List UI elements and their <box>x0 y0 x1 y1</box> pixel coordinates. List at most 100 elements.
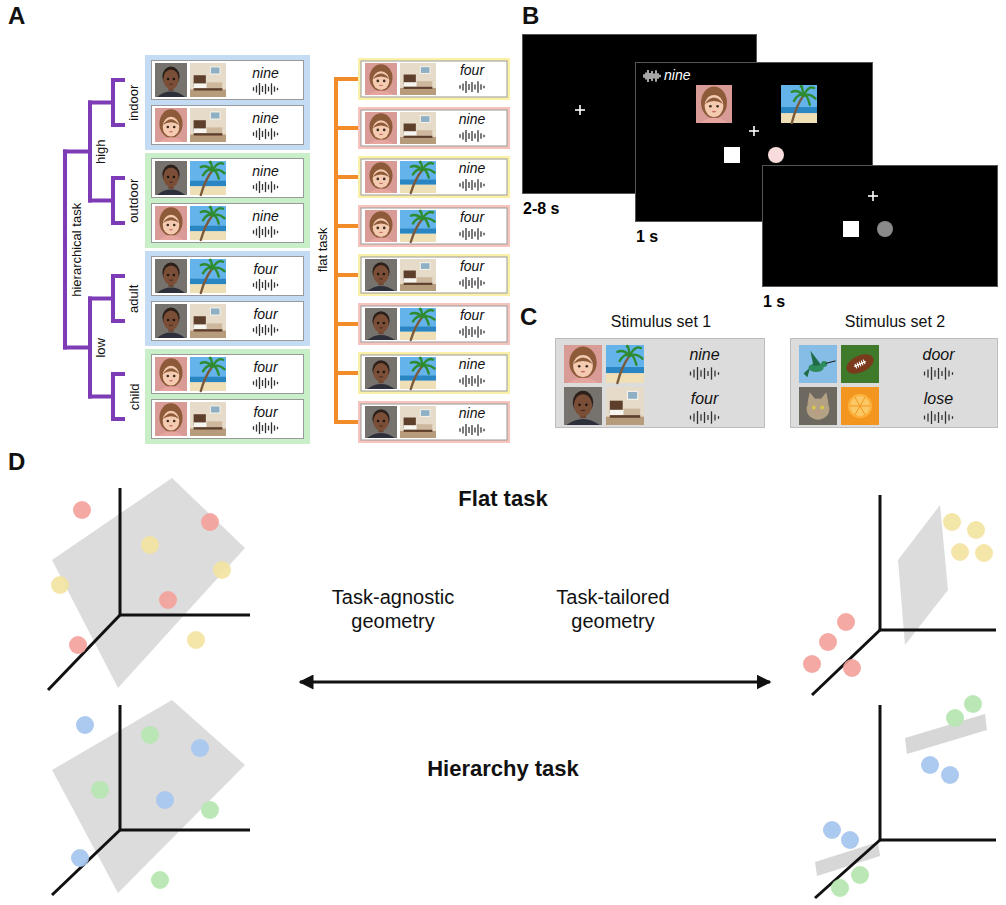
waveform-bar <box>259 377 260 389</box>
icon-part <box>173 420 176 423</box>
icon-part <box>400 137 436 144</box>
icon-part <box>201 269 213 293</box>
waveform-bar <box>474 134 475 139</box>
waveform-bar <box>253 328 254 332</box>
stimulus-word: four <box>230 404 301 421</box>
icon-part <box>163 265 178 285</box>
icon-part <box>578 404 581 407</box>
node-artwork <box>556 339 766 429</box>
icon-part <box>400 284 436 291</box>
icon-part <box>173 274 176 277</box>
icon-part <box>816 412 819 414</box>
group-label: child <box>126 383 142 410</box>
waveform-bar <box>268 132 269 137</box>
waveform-bar <box>938 412 939 423</box>
icon-part <box>203 170 212 175</box>
plot-axis <box>812 630 880 695</box>
stimulus-card: nine <box>151 60 304 100</box>
icon-part <box>420 409 431 417</box>
icon-part <box>700 118 729 123</box>
icon-part <box>373 412 388 431</box>
icon-part <box>420 115 431 123</box>
waveform-bar <box>714 415 715 421</box>
icon-part <box>163 217 180 223</box>
node-artwork <box>358 58 510 100</box>
waveform-bar <box>477 424 478 435</box>
icon-part <box>157 288 185 293</box>
waveform-bar <box>271 422 272 433</box>
plot-axis <box>815 840 880 898</box>
data-dot <box>71 849 89 867</box>
icon-part <box>212 170 218 179</box>
icon-part <box>850 396 870 416</box>
waveform-bar <box>459 85 460 89</box>
node-artwork-group <box>361 306 507 342</box>
waveform-bar <box>268 230 269 235</box>
icon-part <box>841 387 879 425</box>
data-dot <box>837 613 855 631</box>
icon-part <box>421 263 430 269</box>
tree-branch <box>90 395 113 399</box>
icon-part <box>799 387 837 425</box>
waveform-bar <box>649 73 650 79</box>
waveform-bar <box>259 181 260 193</box>
icon-part <box>404 82 433 86</box>
waveform-bar <box>483 86 484 88</box>
icon-part <box>400 308 436 340</box>
stimulus-card: nine <box>358 107 510 149</box>
card-frame <box>361 306 507 342</box>
icon-part <box>578 365 581 368</box>
icon-part <box>606 387 644 425</box>
icon-part <box>201 171 213 195</box>
icon-part <box>404 430 433 432</box>
node-artwork-group <box>361 159 507 195</box>
waveform-bar <box>265 84 266 94</box>
icon-part <box>580 410 585 412</box>
waveform-bar <box>952 416 953 419</box>
group-label: outdoor <box>126 178 142 222</box>
icon-part <box>169 324 173 325</box>
tree-label: hierarchical task <box>69 203 85 297</box>
node-artwork-group <box>361 257 507 293</box>
icon-part <box>383 227 386 230</box>
group-label: indoor <box>126 84 142 120</box>
waveform-bar <box>465 81 466 93</box>
icon-part <box>169 229 173 230</box>
icon-part <box>173 78 176 81</box>
icon-part <box>158 431 184 436</box>
icon-part <box>420 66 431 74</box>
waveform-bar <box>643 74 644 78</box>
waveform-bar <box>462 426 463 433</box>
waveform-bar <box>477 81 478 92</box>
double-arrow <box>300 681 770 684</box>
icon-part <box>158 235 184 240</box>
tree-branch <box>90 101 113 105</box>
waveform-bar <box>924 372 925 376</box>
waveform-bar <box>480 133 481 138</box>
waveform-bar <box>948 415 949 421</box>
icon-part <box>369 162 392 189</box>
waveform-bar <box>459 330 460 334</box>
scatter-plot-hierarchy-tailored <box>815 695 996 898</box>
waveform-bar <box>465 375 466 387</box>
icon-part <box>365 406 397 438</box>
waveform-bar <box>274 380 275 385</box>
icon-part <box>581 371 586 373</box>
waveform-bar <box>465 179 466 191</box>
node-artwork <box>358 303 510 345</box>
waveform-bar <box>647 70 648 82</box>
icon-part <box>365 63 397 95</box>
stimulus-card: nine <box>358 352 510 394</box>
icon-part <box>367 335 395 340</box>
response-circle <box>877 221 893 237</box>
node-artwork <box>763 166 999 288</box>
icon-part <box>400 406 436 438</box>
data-dot <box>951 543 969 561</box>
waveform-bar <box>256 281 257 288</box>
waveform-bar <box>657 73 658 78</box>
card-frame <box>361 208 507 244</box>
stimulus-word: nine <box>230 163 301 180</box>
waveform-bar <box>462 132 463 139</box>
icon-part <box>400 431 436 438</box>
icon-part <box>373 218 390 237</box>
